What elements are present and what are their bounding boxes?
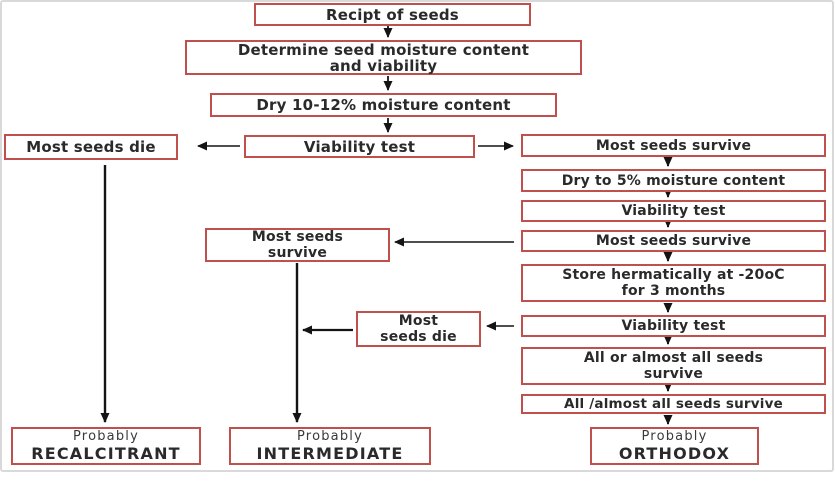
node-dry-to-5: Dry to 5% moisture content <box>521 169 826 192</box>
node-viability-test-right-1: Viability test <box>521 200 826 222</box>
node-most-seeds-die-left: Most seeds die <box>4 134 178 160</box>
node-label: and viability <box>329 56 438 75</box>
node-label: Viability test <box>621 203 726 219</box>
node-label: Dry 10-12% moisture content <box>256 96 511 114</box>
node-label: Probably <box>73 429 139 444</box>
node-most-seeds-survive-right-2: Most seeds survive <box>521 230 826 252</box>
node-label: Dry to 5% moisture content <box>561 172 786 189</box>
node-label: Probably <box>641 429 708 444</box>
node-most-seeds-survive-middle: Most seeds survive <box>205 228 390 262</box>
node-label: for 3 months <box>621 283 726 299</box>
node-label: Most seeds <box>251 229 344 245</box>
node-label: Probably <box>297 429 363 444</box>
node-viability-test-right-2: Viability test <box>521 315 826 337</box>
node-all-almost-all-survive: All /almost all seeds survive <box>521 394 826 414</box>
node-label: Determine seed moisture content <box>237 40 530 59</box>
node-viability-test-center: Viability test <box>244 135 475 158</box>
node-label: All /almost all seeds survive <box>564 396 783 412</box>
node-most-seeds-survive-right-1: Most seeds survive <box>521 134 826 157</box>
node-label: Viability test <box>621 318 726 334</box>
node-label: ORTHODOX <box>618 444 731 463</box>
node-probably-orthodox: Probably ORTHODOX <box>590 427 759 465</box>
node-label: All or almost all seeds <box>583 350 764 366</box>
node-label: survive <box>267 245 328 261</box>
node-most-seeds-die-middle: Most seeds die <box>356 311 481 347</box>
node-store-hermetically: Store hermatically at -20oC for 3 months <box>521 264 826 302</box>
node-receipt-of-seeds: Recipt of seeds <box>254 3 531 26</box>
node-label: Most seeds survive <box>595 233 752 249</box>
node-dry-10-12: Dry 10-12% moisture content <box>210 93 557 117</box>
node-probably-intermediate: Probably INTERMEDIATE <box>229 427 431 465</box>
node-label: seeds die <box>380 329 457 345</box>
node-label: Most seeds die <box>26 138 156 156</box>
node-label: Most seeds survive <box>595 137 752 154</box>
node-label: survive <box>643 366 704 382</box>
node-all-or-almost-all-survive: All or almost all seeds survive <box>521 347 826 385</box>
node-label: Store hermatically at -20oC <box>562 267 785 283</box>
node-label: Recipt of seeds <box>326 5 459 24</box>
node-determine-moisture-viability: Determine seed moisture content and viab… <box>185 40 582 75</box>
node-label: Most <box>398 313 439 329</box>
node-label: RECALCITRANT <box>31 444 181 463</box>
node-label: Viability test <box>303 137 416 156</box>
node-label: INTERMEDIATE <box>256 444 404 463</box>
node-probably-recalcitrant: Probably RECALCITRANT <box>11 427 201 465</box>
